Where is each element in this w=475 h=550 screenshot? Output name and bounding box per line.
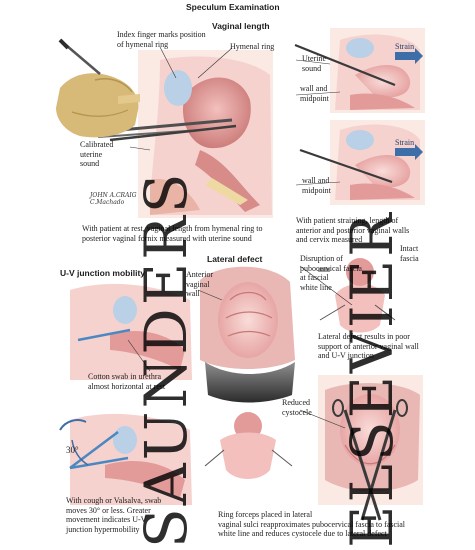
intact-fascia-label: Intact fascia bbox=[400, 244, 419, 263]
cotton-swab-label: Cotton swab in urethra almost horizontal… bbox=[88, 372, 166, 391]
vaginal-length-rest-illustration bbox=[97, 50, 273, 218]
calibrated-sound-label: Calibrated uterine sound bbox=[80, 140, 114, 168]
rest-caption: With patient at rest, vaginal length fro… bbox=[82, 224, 263, 243]
uterine-sound-label-right: Uterine sound bbox=[302, 54, 326, 73]
vaginal-length-heading: Vaginal length bbox=[212, 21, 270, 31]
hymenal-ring-label: Hymenal ring bbox=[230, 42, 275, 51]
angle-label: 30° bbox=[66, 445, 79, 455]
straining-view-1 bbox=[294, 28, 425, 113]
uv-junction-heading: U-V junction mobility bbox=[60, 268, 145, 278]
strain-arrow-icon bbox=[395, 48, 423, 64]
anterior-wall-label: Anterior vaginal wall bbox=[186, 270, 214, 298]
lateral-defect-result-label: Lateral defect results in poor support o… bbox=[318, 332, 419, 360]
examiner-hand bbox=[56, 39, 140, 138]
disruption-label: Disruption of pubocervical fascia at fas… bbox=[300, 254, 362, 292]
strain-arrow-icon-2 bbox=[395, 144, 423, 160]
watermark-elsevier: ELSEVIER bbox=[338, 210, 406, 548]
uterine-sound-instrument bbox=[58, 38, 237, 142]
reduced-cystocele-illustration bbox=[318, 375, 423, 521]
uterus-fascia-diagram bbox=[204, 412, 293, 479]
lateral-defect-illustration bbox=[200, 266, 295, 403]
reduced-cystocele-label: Reduced cystocele bbox=[282, 398, 312, 417]
leader-lines bbox=[127, 46, 353, 429]
intact-fascia-diagram bbox=[318, 258, 396, 333]
lateral-defect-heading: Lateral defect bbox=[207, 254, 263, 264]
wall-midpoint-label-1: wall and midpoint bbox=[300, 84, 329, 103]
valsalva-caption: With cough or Valsalva, swab moves 30° o… bbox=[66, 496, 162, 534]
artist-signature: JOHN A.CRAIG C.Machado bbox=[90, 192, 137, 206]
straining-view-2 bbox=[299, 120, 425, 205]
ring-forceps-caption: Ring forceps placed in lateral vaginal s… bbox=[218, 510, 406, 538]
uv-valsalva-illustration bbox=[59, 413, 192, 505]
index-finger-label: Index finger marks position of hymenal r… bbox=[117, 30, 206, 49]
watermark-saunders: SAUNDERS bbox=[132, 170, 200, 549]
strain-label-1: Strain bbox=[395, 42, 415, 51]
wall-midpoint-label-2: wall and midpoint bbox=[302, 176, 331, 195]
strain-label-2: Strain bbox=[395, 138, 415, 147]
straining-caption: With patient straining, length of anteri… bbox=[296, 216, 410, 244]
figure-title: Speculum Examination bbox=[186, 2, 280, 12]
